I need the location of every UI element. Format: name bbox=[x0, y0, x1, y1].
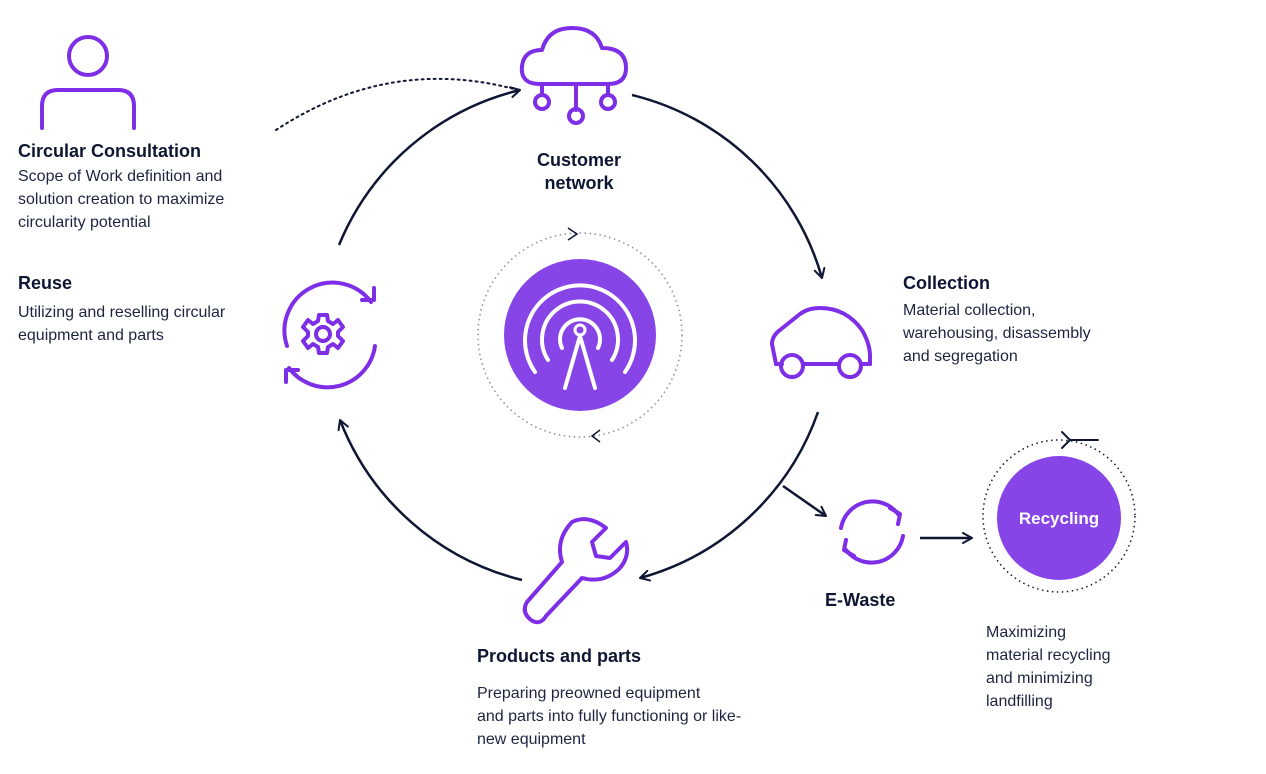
antenna-icon bbox=[523, 283, 637, 390]
center-ring-arrow-bottom bbox=[590, 429, 601, 443]
recycle-arrows-icon bbox=[839, 499, 905, 565]
dotted-arrow-consultation bbox=[275, 77, 519, 131]
products-block: Products and parts Preparing preowned eq… bbox=[477, 645, 741, 751]
recycling-description: Maximizing material recycling and minimi… bbox=[986, 624, 1111, 710]
consultation-block: Circular Consultation Scope of Work defi… bbox=[18, 140, 224, 234]
gear-reuse-icon bbox=[282, 280, 377, 390]
recycling-dotted-ring bbox=[982, 439, 1136, 593]
collection-description: Material collection, warehousing, disass… bbox=[903, 302, 1091, 365]
products-title: Products and parts bbox=[477, 646, 642, 666]
arrow-to-ewaste bbox=[782, 484, 827, 518]
recycling-ring-arrow bbox=[1061, 431, 1099, 449]
reuse-block: Reuse Utilizing and reselling circular e… bbox=[18, 272, 225, 347]
reuse-title: Reuse bbox=[18, 273, 73, 293]
cloud-network-icon bbox=[519, 26, 628, 125]
recycling-circle bbox=[997, 456, 1121, 580]
ewaste-title: E-Waste bbox=[825, 590, 896, 610]
customer-network-title: Customer network bbox=[536, 150, 621, 193]
collection-title: Collection bbox=[903, 273, 991, 293]
products-description: Preparing preowned equipment and parts i… bbox=[477, 685, 742, 748]
wrench-icon bbox=[522, 517, 630, 625]
center-dotted-ring bbox=[477, 232, 683, 438]
arc-network-to-collection bbox=[631, 93, 826, 279]
arc-products-to-reuse bbox=[337, 419, 523, 582]
collection-block: Collection Material collection, warehous… bbox=[903, 272, 1091, 368]
arc-collection-to-products bbox=[639, 411, 820, 582]
person-icon bbox=[40, 35, 136, 130]
reuse-description: Utilizing and reselling circular equipme… bbox=[18, 304, 226, 344]
center-ring-arrow-top bbox=[567, 227, 579, 241]
car-icon bbox=[770, 306, 872, 379]
recycling-label: Recycling bbox=[1018, 509, 1100, 528]
arc-reuse-to-network bbox=[337, 86, 521, 246]
consultation-title: Circular Consultation bbox=[18, 141, 202, 161]
consultation-description: Scope of Work definition and solution cr… bbox=[18, 168, 225, 231]
